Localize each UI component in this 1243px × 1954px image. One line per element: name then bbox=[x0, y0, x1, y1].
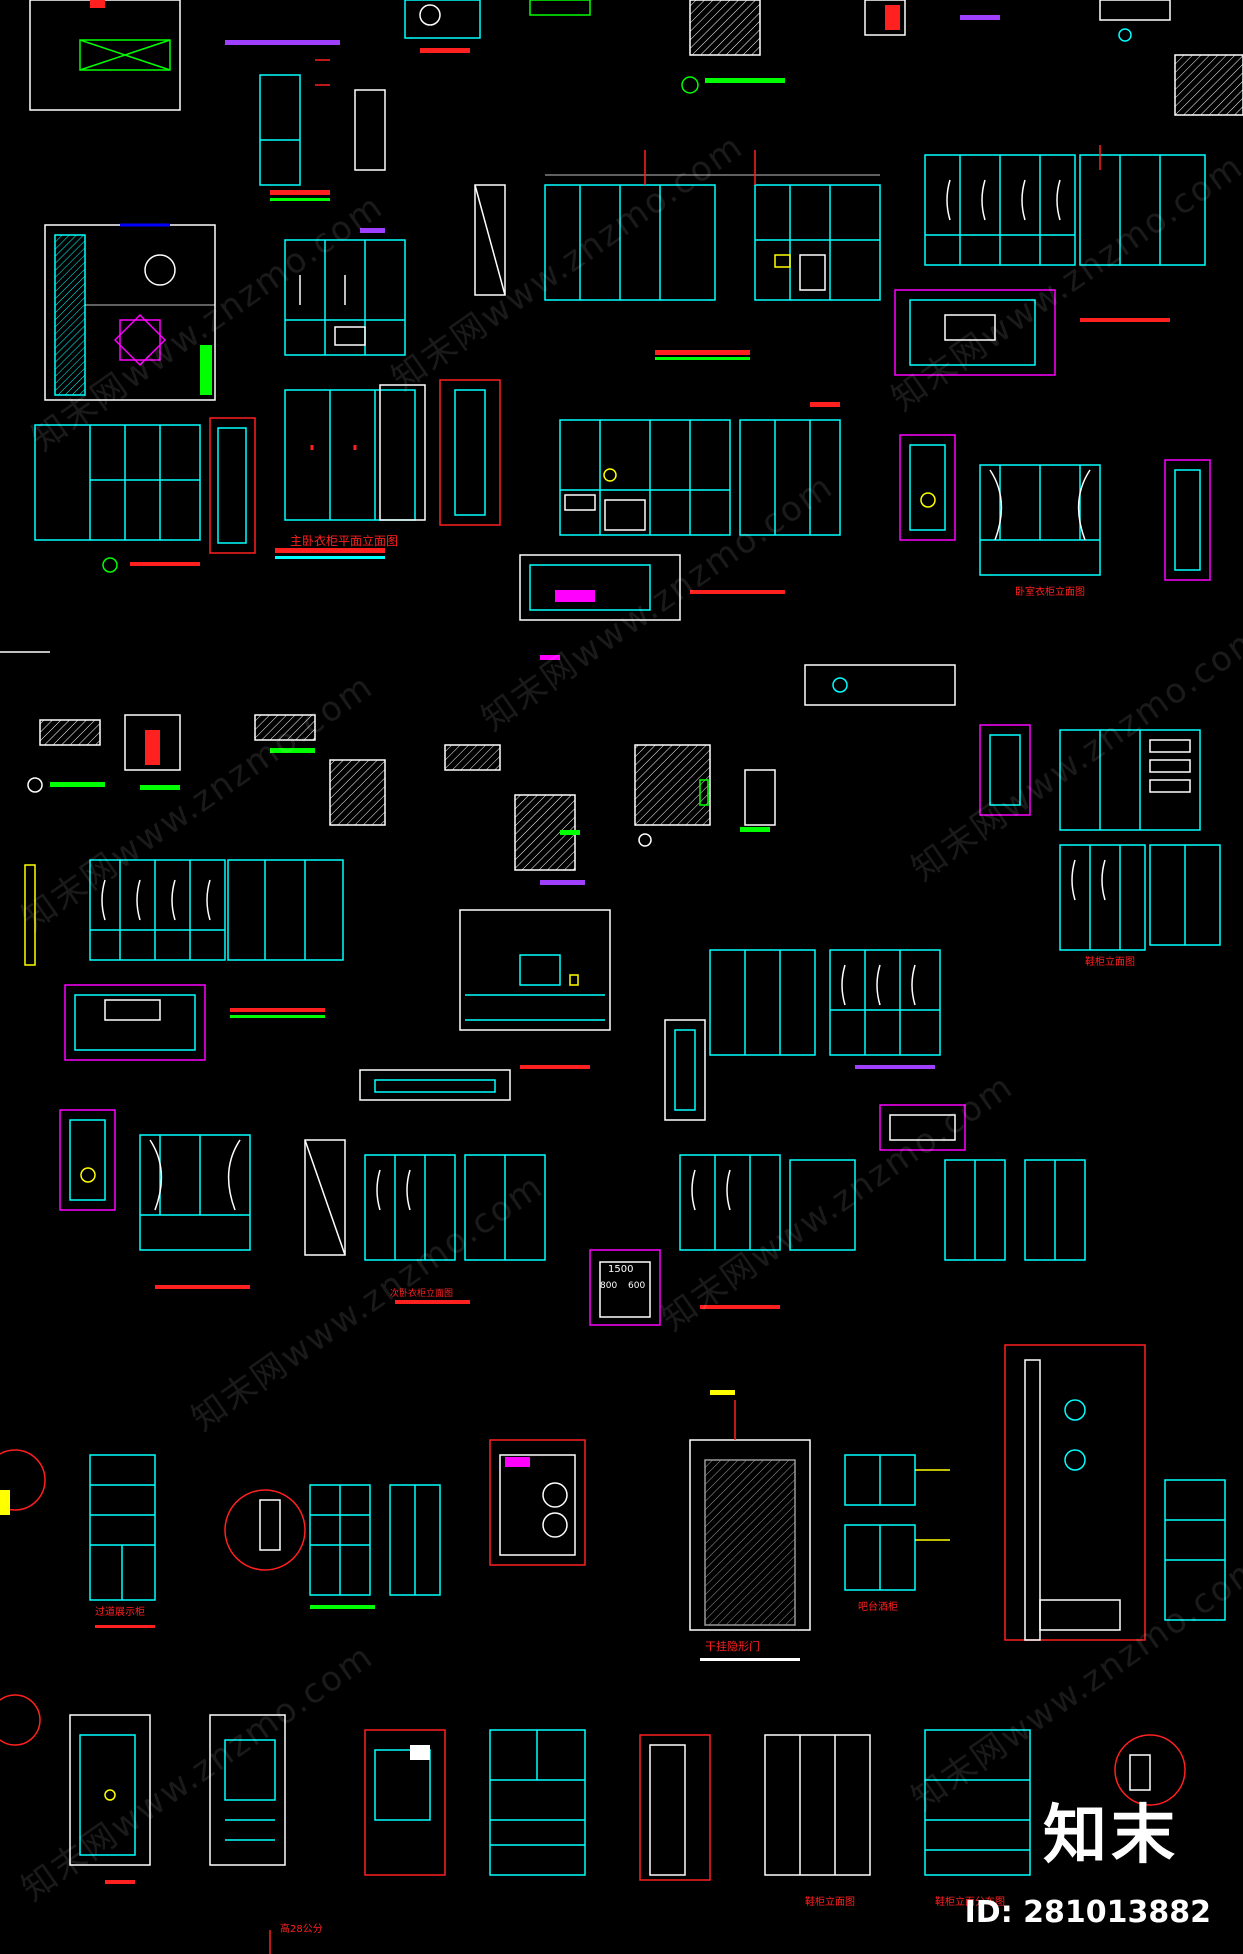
brand-logo: 知末 bbox=[1043, 1799, 1179, 1873]
wardrobe-elevation-center-row4 bbox=[664, 949, 941, 1121]
window-wardrobe-elevation: 卧室衣柜立面图 bbox=[899, 434, 1211, 598]
kids-wardrobe-elevation bbox=[519, 402, 841, 621]
bedroom-plan bbox=[44, 223, 216, 401]
hidden-door-elevation: 干挂隐形门 bbox=[689, 1390, 811, 1661]
dimension-label: 600 bbox=[628, 1281, 645, 1291]
window-plan-row5 bbox=[59, 1109, 251, 1289]
bottom-elevations: 高28公分 鞋柜立面图 鞋柜立面分布图 bbox=[0, 1694, 1186, 1954]
drawing-title: 鞋柜立面图 bbox=[805, 1895, 855, 1908]
dimension-label: 高28公分 bbox=[280, 1922, 323, 1935]
master-wardrobe-elevation: 主卧衣柜平面立面图 bbox=[34, 379, 501, 573]
drawing-title: 鞋柜立面图 bbox=[1085, 955, 1135, 968]
top-detail-strip bbox=[29, 0, 1243, 116]
elevation-detail-1 bbox=[225, 40, 386, 201]
wardrobe-elevation-center bbox=[474, 150, 881, 360]
tv-cabinet-elevation bbox=[359, 909, 611, 1101]
wine-cabinet-plan bbox=[489, 1439, 586, 1566]
wardrobe-elevation-row5: 次卧衣柜立面图 bbox=[304, 1139, 546, 1304]
drawing-title: 鞋柜立面分布图 bbox=[935, 1895, 1005, 1908]
wardrobe-elevation-right bbox=[894, 145, 1206, 376]
drawing-title: 吧台酒柜 bbox=[858, 1600, 898, 1613]
shoe-cabinet-elevation-right: 鞋柜立面图 bbox=[979, 724, 1221, 968]
display-cabinet-elevations: 过道展示柜 bbox=[0, 1449, 441, 1628]
drawing-title: 过道展示柜 bbox=[95, 1605, 145, 1618]
detail-row bbox=[0, 651, 956, 885]
plan-dim-1500: 1500 800 600 bbox=[589, 1249, 780, 1326]
dimension-label: 800 bbox=[600, 1281, 617, 1291]
wardrobe-elevation-row5-right bbox=[679, 1104, 1086, 1261]
drawing-title: 主卧衣柜平面立面图 bbox=[290, 533, 398, 548]
drawing-title: 干挂隐形门 bbox=[705, 1639, 760, 1653]
dimension-label: 1500 bbox=[608, 1264, 633, 1275]
drawing-title: 次卧衣柜立面图 bbox=[390, 1287, 453, 1299]
drawing-title: 卧室衣柜立面图 bbox=[1015, 585, 1085, 598]
image-id-label: ID: 281013882 bbox=[964, 1895, 1211, 1930]
bar-cabinet-elevation: 吧台酒柜 bbox=[844, 1454, 950, 1613]
balcony-section bbox=[1004, 1344, 1226, 1641]
wardrobe-elevation-left-row4 bbox=[24, 859, 344, 1061]
wardrobe-elevation-small bbox=[284, 228, 406, 356]
